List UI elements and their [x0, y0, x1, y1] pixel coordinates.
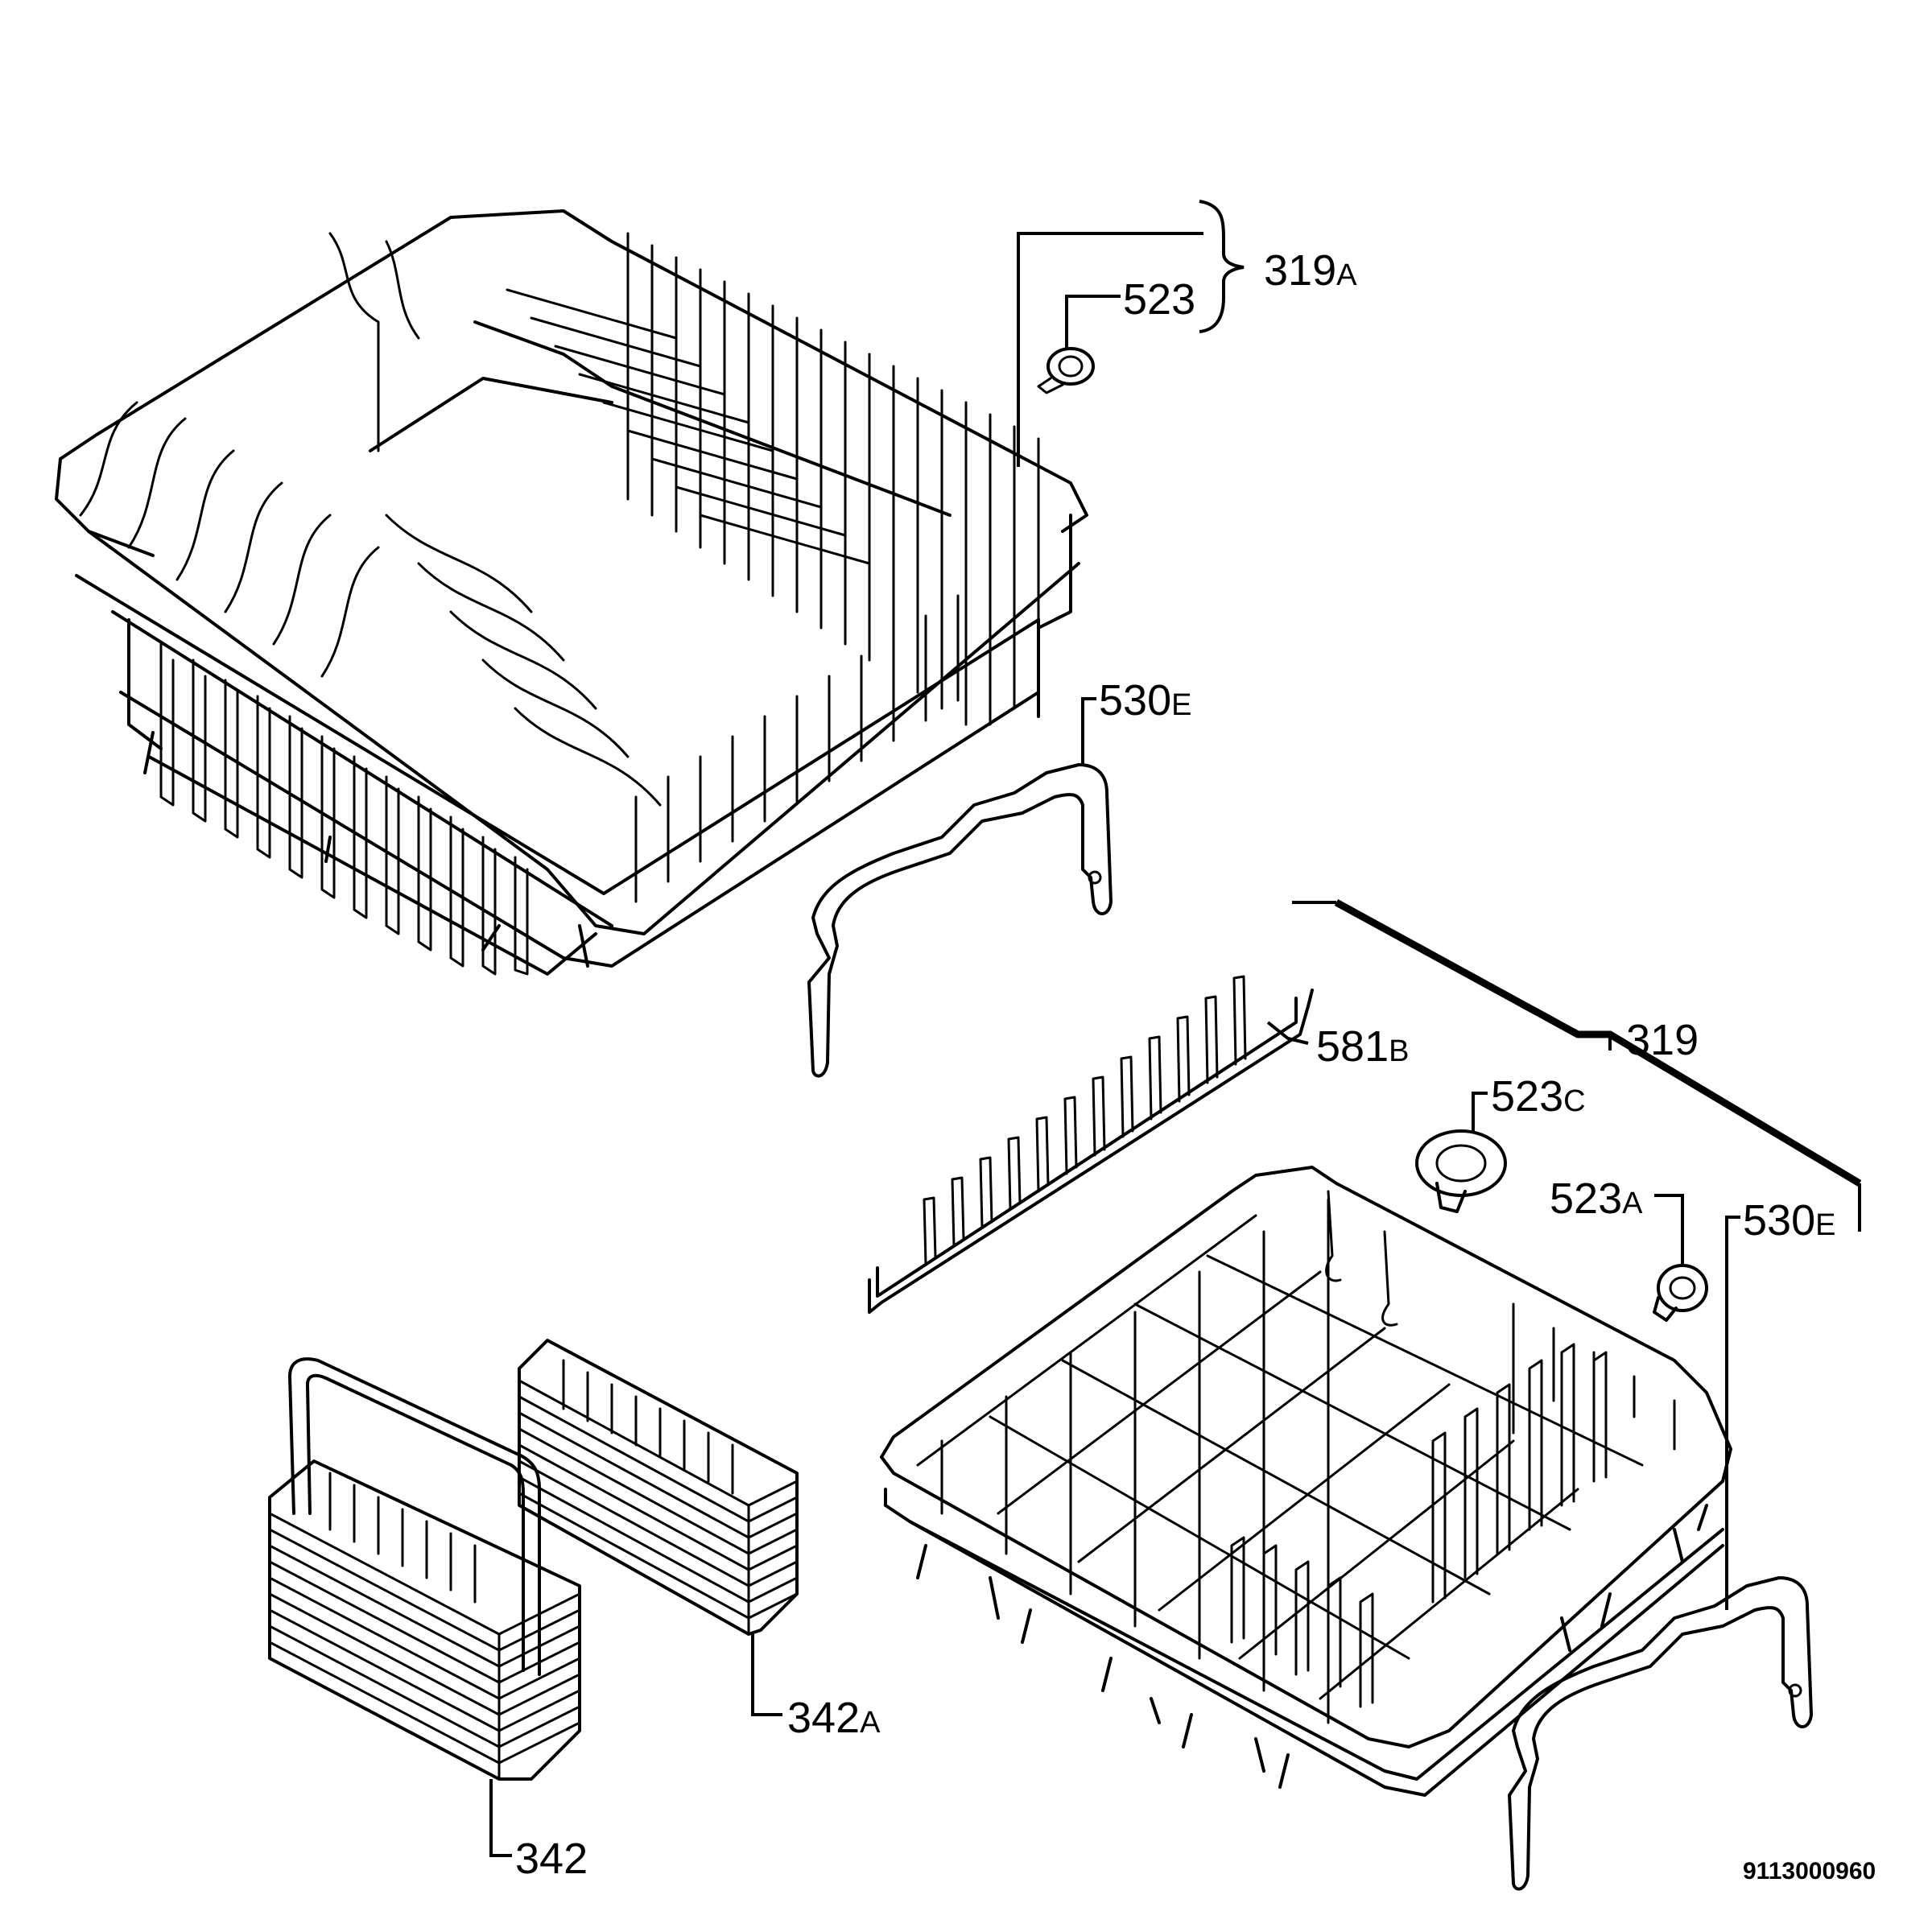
- lower-rail-530e: [1508, 1576, 1813, 1891]
- leader-lines: [489, 200, 1862, 1857]
- wheel-523c: [1415, 1129, 1507, 1213]
- wheel-523a: [1653, 1264, 1708, 1322]
- label-319: 319: [1626, 1016, 1699, 1064]
- label-530e-right: 530E: [1743, 1196, 1835, 1245]
- label-342a: 342A: [787, 1694, 881, 1742]
- fold-down-tine-rack-581b: [868, 975, 1314, 1314]
- label-319a: 319A: [1264, 246, 1357, 295]
- label-523: 523: [1123, 275, 1195, 324]
- upper-basket: [55, 209, 1088, 976]
- lower-basket: [880, 1166, 1732, 1797]
- callout-labels: 319A 523 530E 319 581B 523C 523A 530E 34…: [515, 246, 1876, 1885]
- label-523c: 523C: [1491, 1072, 1586, 1121]
- cutlery-basket-342a: [518, 1339, 799, 1636]
- label-530e-top: 530E: [1099, 676, 1191, 724]
- label-581b: 581B: [1316, 1022, 1409, 1071]
- label-523a: 523A: [1550, 1174, 1643, 1223]
- upper-rail-530e: [807, 763, 1113, 1078]
- upper-wheel-523: [1037, 347, 1095, 394]
- cutlery-basket-342: [268, 1357, 581, 1781]
- label-342: 342: [515, 1835, 588, 1883]
- drawing-code: 9113000960: [1743, 1858, 1876, 1885]
